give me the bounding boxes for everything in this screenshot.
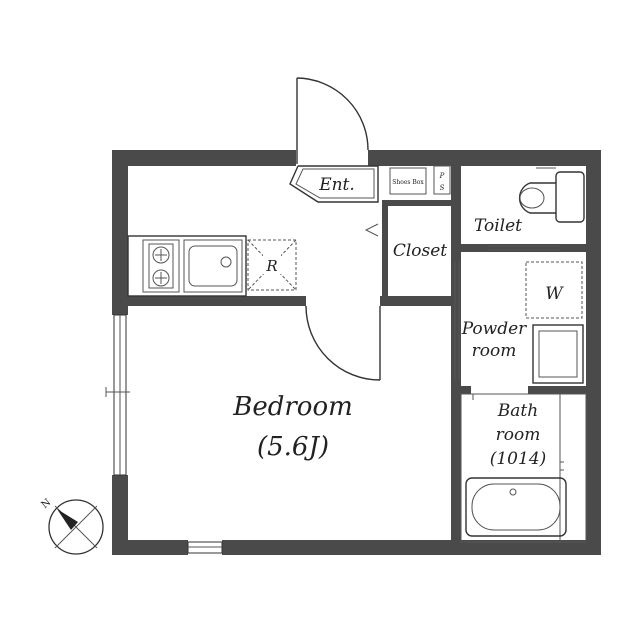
bedroom-door [305,305,381,381]
bath-room-size: (1014) [490,449,547,469]
bath-room-area [460,393,587,543]
powder-sliding-door [454,262,460,380]
bedroom-size: (5.6J) [257,432,329,462]
compass-north-label: N [40,497,54,511]
outer-walls [112,150,601,555]
shoe-box [389,167,427,195]
closet-label: Closet [393,241,447,261]
closet-door-mark [364,223,379,237]
pipe-space-bottom: S [440,184,445,192]
entrance-area [289,165,379,203]
shoe-box-label: Shoes Box [392,179,424,186]
toilet-fixture [518,167,585,223]
entrance-label: Ent. [318,175,355,195]
powder-room-label-2: room [472,341,517,361]
sink-icon [183,239,243,293]
washbasin [532,324,584,384]
kitchen-counter [127,235,247,297]
fridge-label: R [265,257,277,275]
pipe-space [433,165,451,195]
windows [105,314,223,554]
stove-icon [142,239,180,293]
fridge-space [247,239,297,291]
bath-room-label-1: Bath [497,401,538,421]
powder-room-label-1: Powder [461,319,527,339]
compass-icon [48,499,104,555]
washer-space [525,261,583,319]
toilet-label: Toilet [474,216,522,236]
bath-room-label-2: room [496,425,541,445]
pipe-space-top: P [439,172,445,180]
bedroom-label: Bedroom [232,392,353,422]
entrance-door [296,77,369,164]
toilet-sliding-door [488,245,560,251]
washer-label: W [545,284,564,304]
bathtub-icon [465,477,567,537]
interior-walls [128,160,586,548]
